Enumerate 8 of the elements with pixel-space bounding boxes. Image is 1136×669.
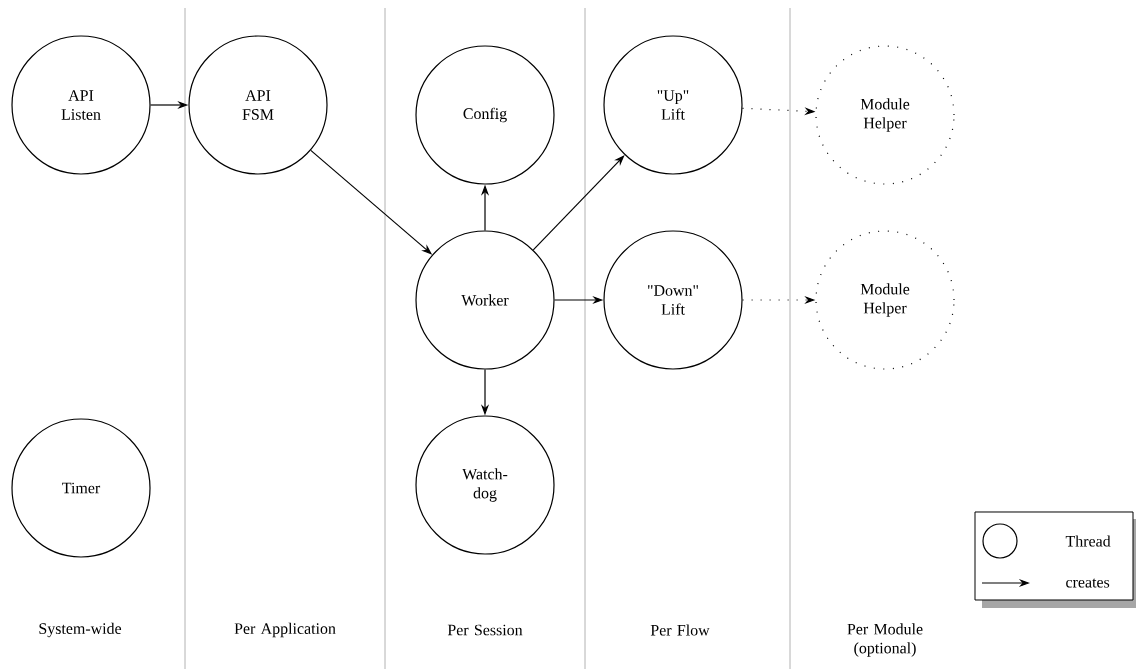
legend-text: creates (1066, 578, 1110, 588)
legend-text: Thread (1065, 535, 1111, 547)
lane-label: Per Application (234, 622, 336, 638)
arrow (532, 155, 625, 251)
lane-label: Per Flow (650, 624, 710, 636)
lane-label: Per Module (optional) (847, 623, 923, 657)
lane-label: Per Session (447, 624, 523, 636)
lane-label: System-wide (39, 622, 122, 638)
